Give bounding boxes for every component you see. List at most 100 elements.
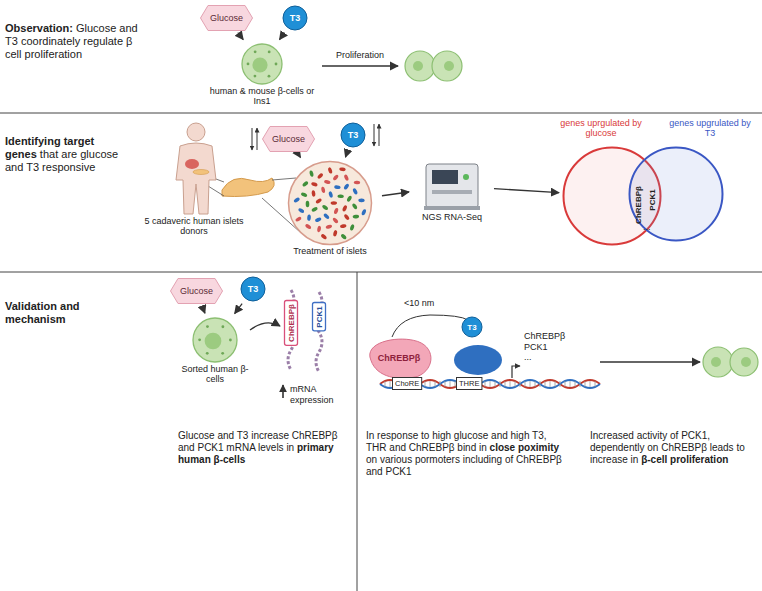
- section-divider: [0, 272, 762, 273]
- text-block: ...: [524, 352, 532, 363]
- node-text: NGS RNA-Seq: [412, 212, 492, 222]
- bold-text: close poximity: [490, 442, 559, 453]
- node-text: Treatment of islets: [280, 246, 380, 256]
- text-block: mRNA expression: [290, 384, 354, 406]
- text-block: Glucose and T3 increase ChREBPβ and PCK1…: [178, 430, 350, 466]
- node-text: genes upgrulated by T3: [664, 118, 756, 146]
- transcription-arrow: [512, 366, 520, 378]
- label-text: ...: [524, 352, 532, 362]
- text-block: ChREBPβ: [524, 331, 565, 342]
- text-block: Validation and mechanism: [5, 300, 115, 326]
- donor-body: 5 cadaveric human islets donors: [138, 120, 250, 237]
- text-block: <10 nm: [404, 298, 434, 309]
- pancreas: [222, 178, 274, 197]
- t3-circle: T3: [461, 316, 483, 338]
- donor-body-drawing: [138, 120, 250, 216]
- shape-drawing: [138, 120, 250, 216]
- section-divider: [0, 113, 762, 114]
- space: [638, 454, 641, 465]
- text-block: PCK1: [648, 189, 658, 210]
- beta-cell: Sorted human β-cells: [175, 316, 255, 385]
- space: [73, 22, 76, 34]
- sequencer: NGS RNA-Seq: [412, 160, 492, 222]
- space: [294, 442, 297, 453]
- node-text: Glucose: [180, 286, 213, 296]
- label-text: ...: [643, 222, 651, 232]
- bold-text: ChREBPβ: [634, 186, 643, 224]
- glucose-hexagon: Glucose: [200, 5, 253, 31]
- label-text: ChREBPβ: [524, 331, 565, 341]
- node-text: Sorted human β-cells: [175, 364, 255, 385]
- result-arrow: [600, 361, 700, 362]
- label-text: <10 nm: [404, 298, 434, 308]
- bold-text: β-cell proliferation: [641, 454, 728, 465]
- label-text: on various pormoters including of ChREBP…: [366, 454, 562, 477]
- thr-protein: [454, 345, 502, 375]
- proliferation-arrow: [322, 65, 398, 66]
- text-block: Observation: Glucose and T3 coordinately…: [5, 22, 145, 62]
- connector-arrow: [235, 304, 242, 314]
- dividing-cell: [703, 347, 758, 377]
- connector-arrow: [494, 189, 559, 193]
- shape-drawing: [175, 316, 255, 364]
- node-text: ChREBPβ: [287, 304, 296, 342]
- response-element-box: THRE: [456, 377, 482, 390]
- dna-strand: [380, 380, 600, 388]
- bold-text: Observation:: [5, 22, 73, 34]
- node-text: Glucose: [210, 13, 243, 23]
- node-text: T3: [248, 284, 259, 294]
- text-block: ChREBPβ: [634, 186, 644, 224]
- text-block: Increased activity of PCK1, dependently …: [590, 430, 755, 466]
- expression-arrow: [250, 323, 280, 330]
- bold-text: PCK1: [648, 189, 657, 210]
- node-text: T3: [290, 13, 301, 23]
- mrna-gene-box: ChREBPβ: [284, 300, 298, 346]
- t3-circle: T3: [282, 5, 308, 31]
- islet-figure-drawing: [280, 160, 380, 246]
- distance-bracket: [392, 315, 468, 337]
- node-text: genes uprgulated by glucose: [560, 118, 642, 146]
- shape-drawing: [412, 160, 492, 212]
- dividing-cell: [405, 51, 462, 81]
- label-text: Proliferation: [336, 50, 384, 60]
- bold-text: Validation and mechanism: [5, 300, 80, 325]
- text-block: Identifying target genes that are glucos…: [5, 135, 127, 175]
- shape-drawing: [202, 42, 322, 86]
- t3-circle: T3: [240, 276, 266, 302]
- glucose-hexagon: Glucose: [170, 278, 223, 304]
- mrna-gene-box: PCK1: [312, 302, 326, 331]
- node-text: 5 cadaveric human islets donors: [138, 216, 250, 237]
- connector-arrow: [280, 33, 285, 40]
- beta-cell-drawing: [202, 42, 322, 86]
- t3-circle: T3: [340, 122, 366, 148]
- connector-arrow: [238, 33, 243, 40]
- connector-arrow: [346, 150, 348, 157]
- text-block: PCK1: [524, 342, 548, 353]
- response-element-box: ChoRE: [392, 377, 422, 390]
- beta-cell-drawing: [175, 316, 255, 364]
- increase-arrow: [282, 385, 284, 398]
- text-block: ...: [643, 222, 651, 233]
- text-block: In response to high glucose and high T3,…: [366, 430, 566, 478]
- connector-arrow: [202, 306, 205, 313]
- connector-arrow: [298, 154, 300, 158]
- connector-arrow: [382, 192, 409, 196]
- node-text: THRE: [459, 379, 479, 388]
- leader-line: [272, 178, 296, 180]
- label-text: mRNA expression: [290, 384, 334, 405]
- beta-cell: human & mouse β-cells or Ins1: [202, 42, 322, 107]
- node-text: ChoRE: [395, 379, 419, 388]
- shape-drawing: [280, 160, 380, 246]
- node-text: T3: [348, 130, 359, 140]
- label-text: PCK1: [524, 342, 548, 352]
- node-text: Glucose: [272, 134, 305, 144]
- text-block: Proliferation: [336, 50, 384, 61]
- glucose-hexagon: Glucose: [262, 126, 315, 152]
- node-text: ChREBPβ: [378, 353, 421, 363]
- chrebp-protein: ChREBPβ: [362, 336, 436, 380]
- islet-figure: Treatment of islets: [280, 160, 380, 256]
- space: [37, 148, 40, 160]
